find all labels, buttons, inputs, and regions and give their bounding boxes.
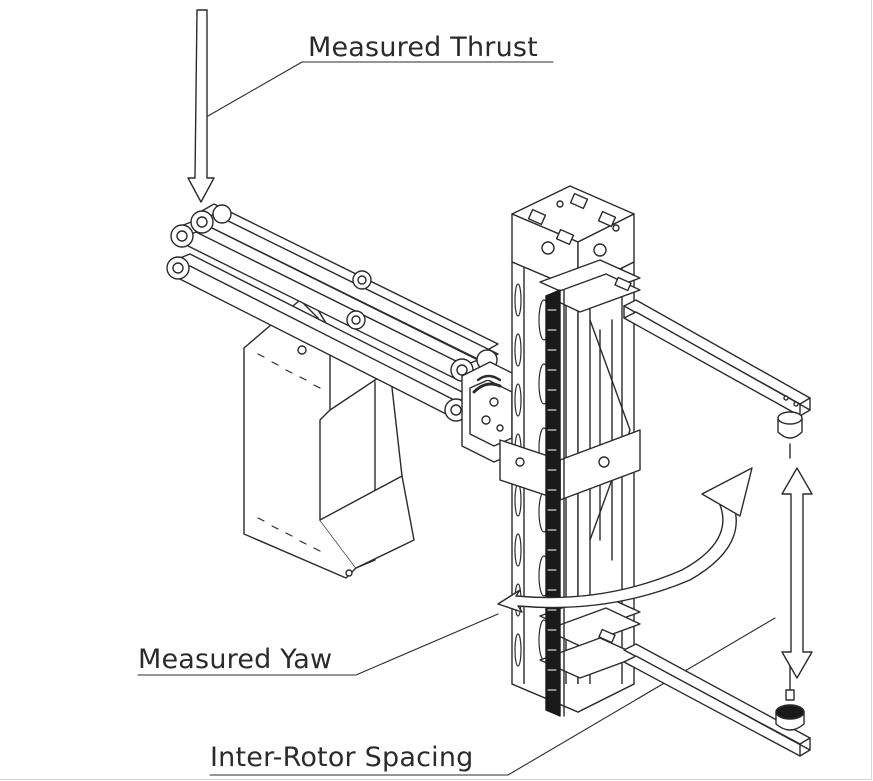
measured-thrust-label: Measured Thrust	[308, 32, 538, 63]
hinge-block	[461, 361, 523, 463]
parallel-arm-linkage	[166, 203, 499, 422]
upper-motor	[777, 411, 803, 459]
measuring-ruler	[545, 289, 565, 717]
inter-rotor-spacing-label: Inter-Rotor Spacing	[210, 742, 474, 773]
upper-rotor-boom	[623, 299, 811, 417]
hinge-rotation-mark	[472, 382, 502, 394]
lower-rotor-boom	[623, 643, 811, 757]
lower-motor	[775, 663, 805, 731]
measured-yaw-label: Measured Yaw	[138, 644, 333, 675]
yaw-arrow	[497, 467, 753, 613]
thrust-arrow	[187, 9, 215, 203]
spacing-arrow	[781, 467, 813, 679]
vertical-tower	[499, 185, 641, 713]
